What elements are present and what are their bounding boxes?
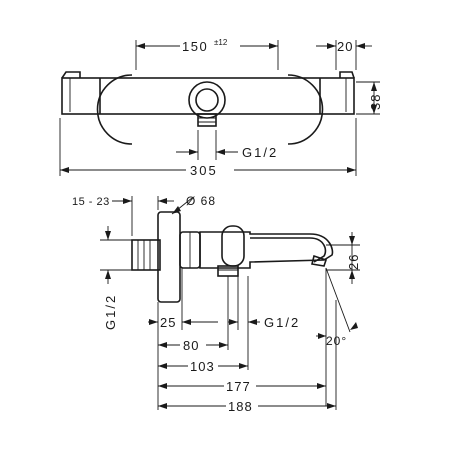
arrow-20-right xyxy=(356,43,365,49)
dim-26-label: 26 xyxy=(346,254,361,270)
arrow-26-bottom xyxy=(349,270,355,279)
arrow-25-left xyxy=(149,319,158,325)
arrow-25-right xyxy=(182,319,191,325)
right-handle-cap xyxy=(339,71,355,79)
arrow-15-23-right xyxy=(158,198,167,204)
arrow-g12-left-bottom xyxy=(105,270,111,279)
label-mask-188 xyxy=(226,398,258,412)
dim-20-label: 20 xyxy=(337,39,353,54)
wall-connector xyxy=(131,239,161,271)
arrow-20-left xyxy=(327,43,336,49)
dim-angle-label: 20° xyxy=(326,334,347,348)
dim-177-label: 177 xyxy=(226,379,251,394)
dim-188-label: 188 xyxy=(228,399,253,414)
arrow-g12-side-right xyxy=(248,319,257,325)
arrow-dia68 xyxy=(172,206,181,214)
arrow-g12-side-left xyxy=(229,319,238,325)
dim-15-23-label: 15 - 23 xyxy=(72,196,110,208)
spout-angle-line xyxy=(325,267,351,333)
label-mask-103 xyxy=(188,358,218,372)
dim-g12-left-label: G1/2 xyxy=(103,294,118,330)
label-mask-80 xyxy=(180,337,206,351)
dim-103-label: 103 xyxy=(190,359,215,374)
arrow-g12-left-top xyxy=(105,231,111,240)
dim-150-tolerance: ±12 xyxy=(214,38,228,47)
arrow-188-left xyxy=(158,403,167,409)
arrow-305-left xyxy=(60,167,69,173)
dim-80-label: 80 xyxy=(183,338,199,353)
hose-connection-outer xyxy=(188,81,226,119)
arrow-177-left xyxy=(158,383,167,389)
arrow-g12-right xyxy=(216,149,225,155)
right-mounting-disc xyxy=(287,74,324,145)
arrow-150-left xyxy=(136,43,145,49)
arrow-38-top xyxy=(371,82,377,91)
left-mounting-disc xyxy=(96,74,133,145)
arrow-26-top xyxy=(349,236,355,245)
dim-g12-top-label: G1/2 xyxy=(242,145,278,160)
dim-150-label: 150 xyxy=(182,39,208,54)
hose-connection-inner xyxy=(195,88,219,112)
arrow-38-bottom xyxy=(371,105,377,114)
arrow-188-right xyxy=(327,403,336,409)
arrow-angle-right xyxy=(350,322,358,330)
dim-305-label: 305 xyxy=(190,163,218,178)
dim-25-label: 25 xyxy=(160,315,176,330)
arrow-150-right xyxy=(269,43,278,49)
spout xyxy=(250,237,327,263)
arrow-103-right xyxy=(239,363,248,369)
dim-dia68-label: Ø 68 xyxy=(186,194,216,208)
dim-38-label: 38 xyxy=(368,94,383,110)
left-handle-cap xyxy=(61,71,81,79)
spout-tip xyxy=(311,254,328,267)
arrow-103-left xyxy=(158,363,167,369)
mixer-body-side xyxy=(199,231,334,269)
side-view: 15 - 23 Ø 68 G1/2 26 20° xyxy=(72,194,361,414)
label-mask-177 xyxy=(224,378,256,392)
arrow-305-right xyxy=(347,167,356,173)
top-view: 150 ±12 20 38 G1/2 305 xyxy=(59,38,383,178)
arrow-g12-left xyxy=(189,149,198,155)
arrow-177-right xyxy=(317,383,326,389)
arrow-80-right xyxy=(219,342,228,348)
arrow-15-23-left xyxy=(123,198,132,204)
hose-outlet-stub xyxy=(197,113,217,127)
dim-g12-side-label: G1/2 xyxy=(264,315,300,330)
arrow-angle-left xyxy=(318,333,326,339)
wall-rosette xyxy=(157,211,181,303)
arrow-80-left xyxy=(158,342,167,348)
